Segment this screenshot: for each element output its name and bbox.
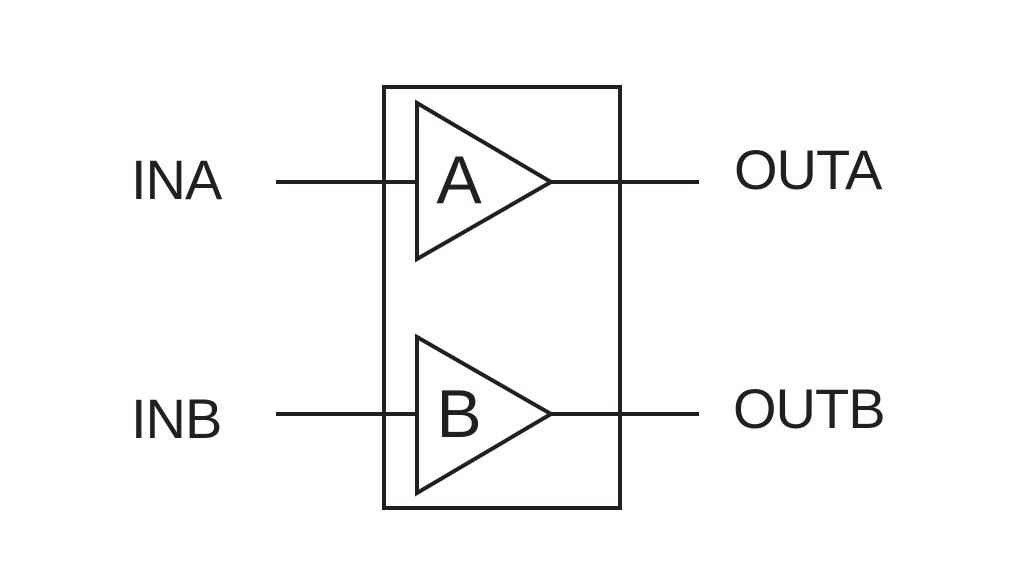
output-b-label: OUTB — [733, 377, 885, 440]
ic-body-outline — [382, 85, 622, 510]
input-a-label: INA — [131, 148, 223, 211]
buffer-b-label: B — [436, 376, 481, 452]
buffer-a-triangle — [415, 99, 555, 263]
buffer-b-triangle — [415, 333, 555, 497]
buffer-a-label: A — [436, 142, 482, 218]
output-a-label: OUTA — [734, 138, 883, 201]
input-b-label: INB — [131, 387, 221, 450]
